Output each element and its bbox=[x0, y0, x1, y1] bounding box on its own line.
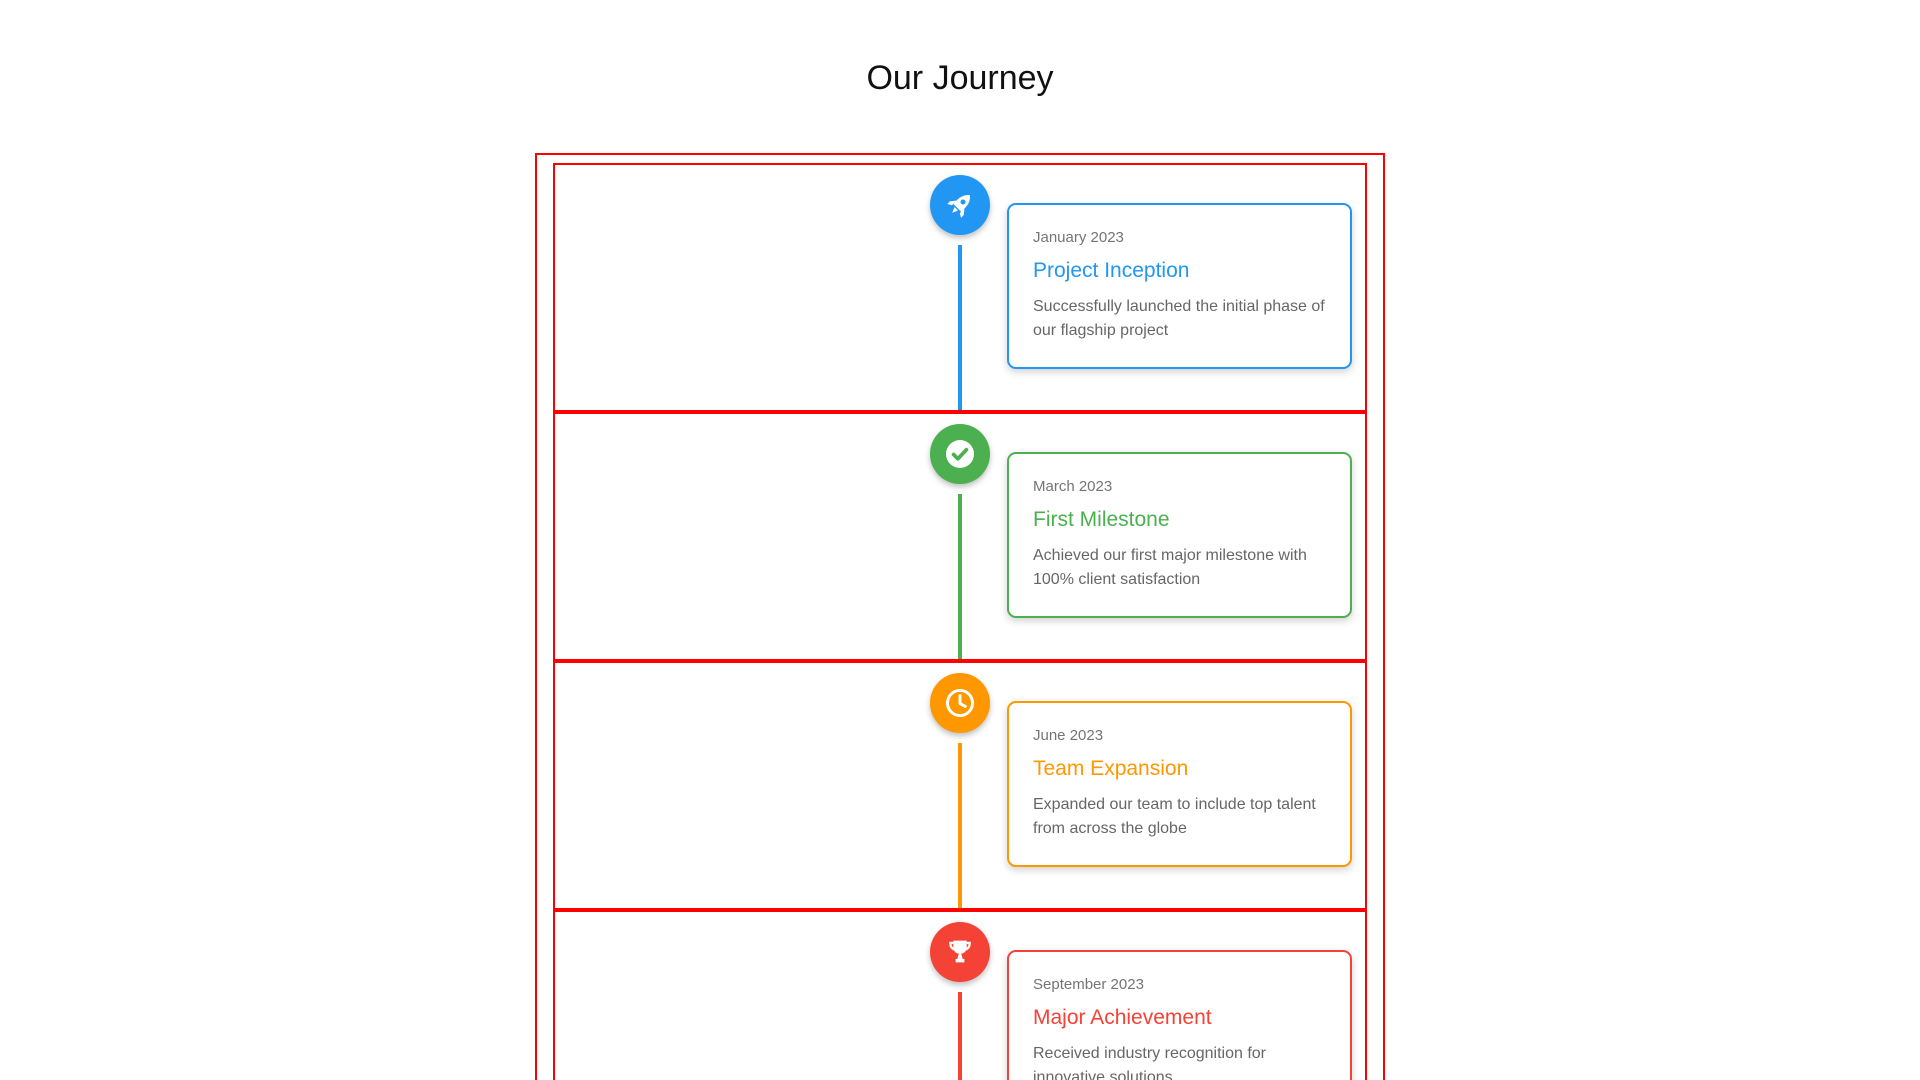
trophy-icon bbox=[949, 940, 971, 963]
timeline-description: Received industry recognition for innova… bbox=[1033, 1044, 1267, 1080]
timeline-connector-line bbox=[958, 742, 962, 908]
timeline-date: September 2023 bbox=[1033, 975, 1144, 993]
timeline-connector-line bbox=[958, 244, 962, 410]
timeline-marker bbox=[930, 921, 990, 982]
timeline-card: January 2023 Project Inception Successfu… bbox=[1007, 202, 1352, 369]
timeline-marker bbox=[930, 672, 990, 733]
timeline-card: June 2023 Team Expansion Expanded our te… bbox=[1007, 700, 1352, 867]
timeline-title: Project Inception bbox=[1033, 258, 1190, 282]
timeline-description: Expanded our team to include top talent … bbox=[1033, 795, 1316, 837]
timeline-description: Achieved our first major milestone with … bbox=[1033, 546, 1307, 588]
timeline-title: First Milestone bbox=[1033, 507, 1170, 531]
timeline-card: September 2023 Major Achievement Receive… bbox=[1007, 949, 1352, 1080]
timeline-item: September 2023 Major Achievement Receive… bbox=[553, 909, 1367, 1080]
timeline-date: June 2023 bbox=[1033, 726, 1104, 744]
rocket-icon bbox=[947, 194, 971, 218]
timeline-date: January 2023 bbox=[1033, 228, 1124, 246]
timeline-item: March 2023 First Milestone Achieved our … bbox=[553, 411, 1367, 661]
clock-icon bbox=[946, 688, 974, 717]
timeline-title: Team Expansion bbox=[1033, 756, 1189, 780]
timeline-title: Major Achievement bbox=[1033, 1005, 1212, 1029]
timeline-item: June 2023 Team Expansion Expanded our te… bbox=[553, 660, 1367, 910]
timeline-card: March 2023 First Milestone Achieved our … bbox=[1007, 451, 1352, 618]
page-title: Our Journey bbox=[866, 59, 1054, 97]
timeline-marker bbox=[930, 174, 990, 235]
timeline-marker bbox=[930, 423, 990, 484]
timeline-connector-line bbox=[958, 991, 962, 1080]
timeline-description: Successfully launched the initial phase … bbox=[1033, 297, 1325, 339]
timeline-date: March 2023 bbox=[1033, 477, 1113, 495]
timeline-item: January 2023 Project Inception Successfu… bbox=[553, 162, 1367, 412]
check-circle-icon bbox=[946, 439, 974, 468]
timeline-connector-line bbox=[958, 493, 962, 659]
timeline-container: January 2023 Project Inception Successfu… bbox=[535, 152, 1385, 1080]
